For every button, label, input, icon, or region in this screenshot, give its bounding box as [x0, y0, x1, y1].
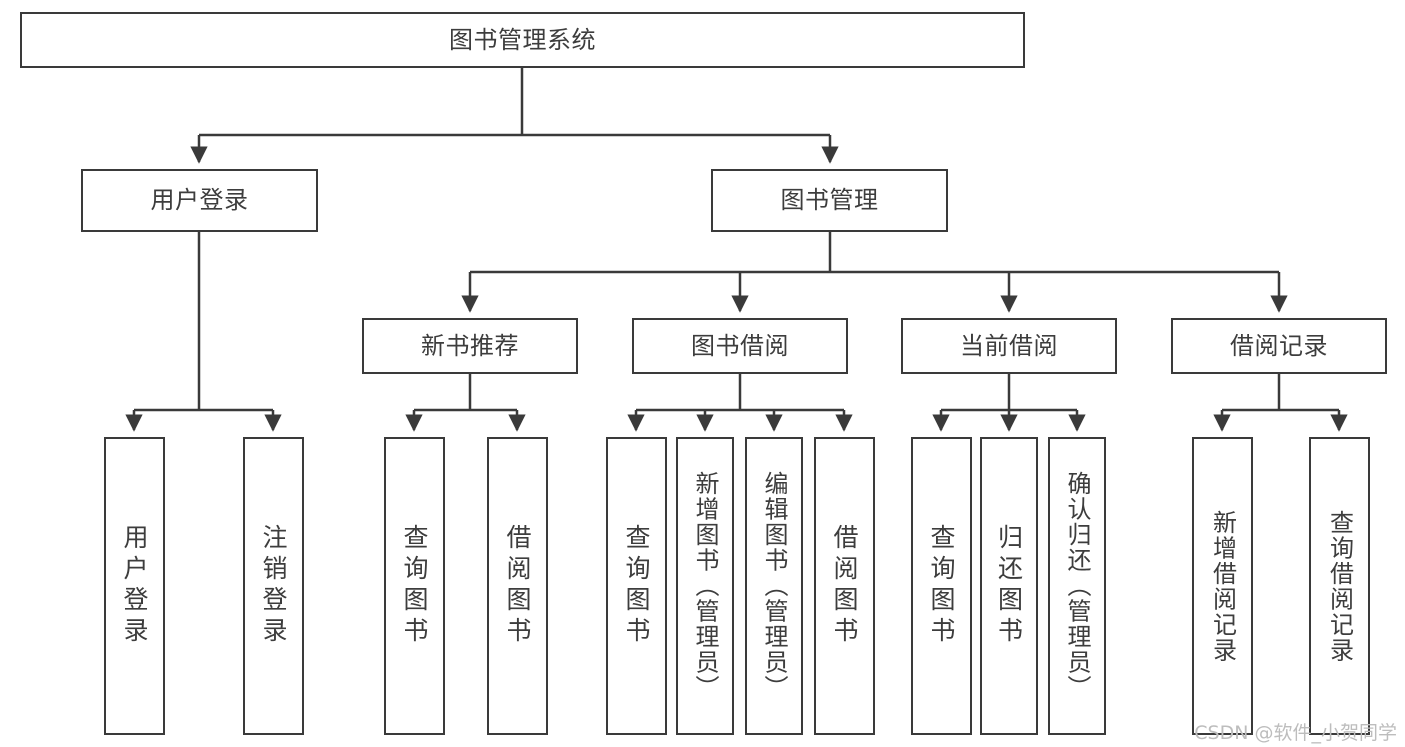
- node-leaf-query-book-2[interactable]: 查询图书: [606, 437, 667, 735]
- node-leaf-edit-book-label: 编辑图书（管理员）: [760, 471, 788, 701]
- node-root-label: 图书管理系统: [449, 25, 596, 54]
- node-leaf-query-book-1-label: 查询图书: [400, 524, 429, 648]
- node-new-book-recommend-label: 新书推荐: [421, 331, 519, 360]
- node-current-borrow-label: 当前借阅: [960, 331, 1058, 360]
- node-leaf-query-book-2-label: 查询图书: [622, 524, 651, 648]
- node-leaf-logout-label: 注销登录: [259, 524, 288, 648]
- node-leaf-query-book-3-label: 查询图书: [927, 524, 956, 648]
- node-book-manage-label: 图书管理: [780, 186, 879, 215]
- node-leaf-confirm-return[interactable]: 确认归还（管理员）: [1048, 437, 1106, 735]
- node-borrow-record-label: 借阅记录: [1230, 331, 1328, 360]
- node-current-borrow[interactable]: 当前借阅: [901, 318, 1117, 374]
- node-leaf-user-login-label: 用户登录: [120, 524, 149, 648]
- node-leaf-borrow-book-2-label: 借阅图书: [830, 524, 859, 648]
- node-leaf-query-book-3[interactable]: 查询图书: [911, 437, 972, 735]
- node-leaf-borrow-book-1[interactable]: 借阅图书: [487, 437, 548, 735]
- node-leaf-borrow-book-2[interactable]: 借阅图书: [814, 437, 875, 735]
- node-user-login[interactable]: 用户登录: [81, 169, 318, 232]
- node-book-borrow[interactable]: 图书借阅: [632, 318, 848, 374]
- node-leaf-add-book-label: 新增图书（管理员）: [691, 471, 719, 701]
- watermark-text: CSDN @软件_小贺同学: [1194, 722, 1397, 744]
- node-leaf-add-book[interactable]: 新增图书（管理员）: [676, 437, 734, 735]
- node-leaf-user-login[interactable]: 用户登录: [104, 437, 165, 735]
- node-leaf-return-book-label: 归还图书: [994, 524, 1024, 648]
- node-leaf-confirm-return-label: 确认归还（管理员）: [1063, 471, 1091, 701]
- node-root[interactable]: 图书管理系统: [20, 12, 1025, 68]
- node-leaf-borrow-book-1-label: 借阅图书: [503, 524, 532, 648]
- node-new-book-recommend[interactable]: 新书推荐: [362, 318, 578, 374]
- node-user-login-label: 用户登录: [150, 186, 249, 215]
- node-leaf-return-book[interactable]: 归还图书: [980, 437, 1038, 735]
- node-leaf-query-book-1[interactable]: 查询图书: [384, 437, 445, 735]
- node-leaf-query-record-label: 查询借阅记录: [1325, 509, 1354, 663]
- node-leaf-logout[interactable]: 注销登录: [243, 437, 304, 735]
- node-borrow-record[interactable]: 借阅记录: [1171, 318, 1387, 374]
- node-leaf-add-record-label: 新增借阅记录: [1208, 509, 1237, 663]
- node-leaf-query-record[interactable]: 查询借阅记录: [1309, 437, 1370, 735]
- node-leaf-add-record[interactable]: 新增借阅记录: [1192, 437, 1253, 735]
- node-book-borrow-label: 图书借阅: [691, 331, 789, 360]
- node-leaf-edit-book[interactable]: 编辑图书（管理员）: [745, 437, 803, 735]
- node-book-manage[interactable]: 图书管理: [711, 169, 948, 232]
